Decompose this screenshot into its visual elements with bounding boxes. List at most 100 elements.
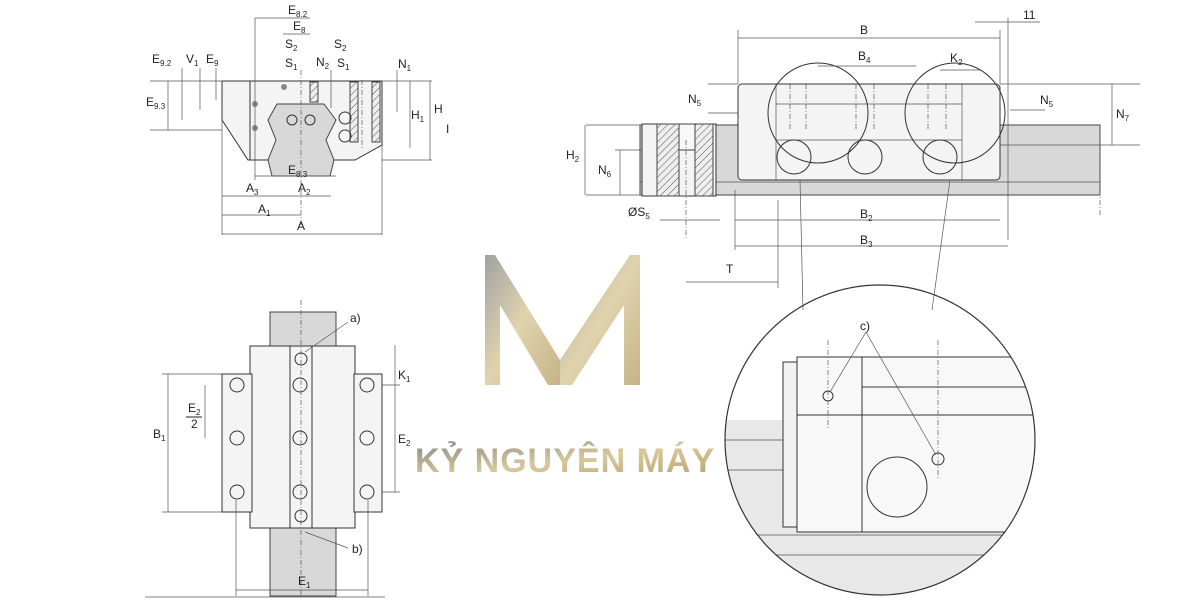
label-main: E (188, 401, 196, 415)
dimension-label-s2a: S2 (285, 37, 298, 53)
dimension-label-h2: H2 (566, 148, 580, 164)
dimension-label-e8: E8 (293, 19, 306, 35)
label-subscript: 1 (293, 63, 298, 72)
label-main: H (411, 108, 420, 122)
detail-leader-right (931, 179, 951, 311)
dimension-label-b: B (860, 23, 868, 37)
end-plate-left (221, 373, 253, 513)
label-main: B (860, 207, 868, 221)
label-main: b) (352, 542, 363, 556)
dimension-label-n1: N1 (398, 57, 412, 73)
label-main: E (293, 19, 301, 33)
label-subscript: 1 (266, 209, 271, 218)
bolt-holes (229, 352, 375, 523)
end-plate-right (353, 373, 383, 513)
label-main: N (1116, 107, 1125, 121)
dimension-label-s5: ØS5 (628, 205, 650, 221)
label-main: A (298, 181, 306, 195)
label-main: K (950, 51, 958, 65)
label-main: E (288, 163, 296, 177)
label-subscript: 9.2 (160, 59, 172, 68)
watermark-logo: KỶ NGUYÊN MÁY (415, 255, 714, 480)
dimension-label-a: A (297, 219, 305, 233)
label-subscript: 1 (161, 434, 166, 443)
label-subscript: 9 (214, 59, 219, 68)
detail-circle (724, 284, 1036, 596)
detail-leader-left (799, 179, 804, 311)
label-main: E (206, 52, 214, 66)
dimension-label-e82: E8.2 (288, 3, 308, 19)
label-subscript: 5 (1049, 100, 1054, 109)
dimension-label-b3: B3 (860, 233, 873, 249)
label-main: K (398, 368, 406, 382)
hatched-end-left (656, 123, 680, 197)
dimension-label-a1: A1 (258, 202, 271, 218)
label-main: H (566, 148, 575, 162)
label-main: I (446, 122, 449, 136)
detail-circle-right (904, 62, 1006, 164)
bolt-hole-magnified (866, 456, 928, 518)
label-main: N (398, 57, 407, 71)
dimension-label-t: T (726, 262, 734, 276)
label-main: S (334, 37, 342, 51)
ball (286, 114, 298, 126)
label-main: N (598, 163, 607, 177)
dimension-label-e93: E9.3 (146, 95, 166, 111)
label-subscript: 1 (407, 64, 412, 73)
dimension-label-e2half_num: E2 (188, 401, 201, 417)
dimension-label-n5b: N5 (1040, 93, 1054, 109)
label-main: N (316, 55, 325, 69)
label-subscript: 1 (406, 375, 411, 384)
dimension-label-e9: E9 (206, 52, 219, 68)
bolt-hole (776, 139, 812, 175)
dimension-label-h: H (434, 102, 443, 116)
label-subscript: 2 (196, 408, 201, 417)
label-subscript: 4 (866, 56, 871, 65)
label-subscript: 2 (293, 44, 298, 53)
carriage-side (737, 83, 1001, 181)
label-main: N (688, 92, 697, 106)
label-subscript: 1 (345, 63, 350, 72)
label-subscript: 3 (254, 188, 259, 197)
dimension-label-note_a: a) (350, 311, 361, 325)
dimension-label-h1: H1 (411, 108, 425, 124)
label-subscript: 2 (406, 439, 411, 448)
rail-section (267, 103, 337, 177)
label-main: S (337, 56, 345, 70)
dimension-label-n5a: N5 (688, 92, 702, 108)
detail-circle-left (767, 62, 869, 164)
bolt-hole (922, 139, 958, 175)
bolt-hole (847, 139, 883, 175)
label-main: S (285, 56, 293, 70)
dimension-label-e2: E2 (398, 432, 411, 448)
label-main: B (860, 233, 868, 247)
dimension-label-b2: B2 (860, 207, 873, 223)
dimension-label-b4: B4 (858, 49, 871, 65)
label-main: A (246, 181, 254, 195)
label-subscript: 3 (868, 240, 873, 249)
label-subscript: 2 (868, 214, 873, 223)
label-main: B (858, 49, 866, 63)
label-main: E (288, 3, 296, 17)
dimension-label-s1a: S1 (285, 56, 298, 72)
dimension-label-i: I (446, 122, 449, 136)
label-subscript: 8.2 (296, 10, 308, 19)
label-subscript: 2 (325, 62, 330, 71)
label-subscript: 8.3 (296, 170, 308, 179)
label-main: c) (860, 319, 870, 333)
label-main: B (860, 23, 868, 37)
dimension-label-b1: B1 (153, 427, 166, 443)
dimension-label-note_c: c) (860, 319, 870, 333)
dimension-label-n7: N7 (1116, 107, 1130, 123)
detail-magnified-view (724, 284, 1036, 596)
label-main: T (726, 262, 734, 276)
dimension-label-e1: E1 (298, 574, 311, 590)
label-main: S (285, 37, 293, 51)
hatched-thread (349, 81, 359, 143)
label-subscript: 2 (342, 44, 347, 53)
dimension-label-eleven: 11 (1023, 8, 1036, 22)
top-view (145, 300, 400, 598)
